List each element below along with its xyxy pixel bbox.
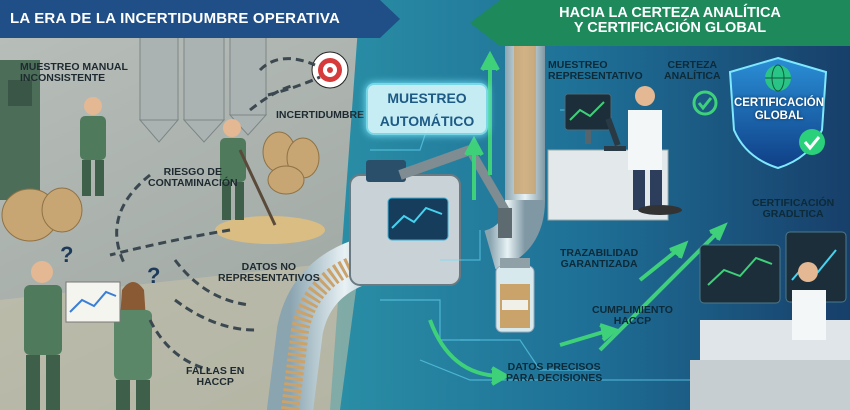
monitor-icon xyxy=(699,244,781,304)
left-banner xyxy=(0,0,400,38)
right-title: HACIA LA CERTEZA ANALÍTICA Y CERTIFICACI… xyxy=(520,5,820,37)
worker-4 xyxy=(114,282,152,410)
auto-line2: AUTOMÁTICO xyxy=(379,113,475,129)
label-trazabilidad-garantizada: TRAZABILIDAD GARANTIZADA xyxy=(560,247,639,271)
label-incertidumbre: INCERTIDUMBRE xyxy=(276,109,365,121)
checkmark-icon xyxy=(799,129,825,155)
scientist xyxy=(628,86,682,215)
grain-sacks xyxy=(1,131,320,242)
label-fallas-haccp: FALLAS EN HACCP xyxy=(186,365,245,389)
label-certificacion-gradltica: CERTIFICACIÓN GRADLTICA xyxy=(752,197,835,221)
monitor-icon xyxy=(564,93,612,131)
right-title-line1: HACIA LA CERTEZA ANALÍTICA xyxy=(559,5,781,21)
microscope-icon xyxy=(604,117,626,151)
upward-arrows xyxy=(464,50,500,200)
auto-line1: MUESTREO xyxy=(387,90,467,106)
control-desk xyxy=(690,231,850,410)
label-datos-precisos: DATOS PRECISOS PARA DECISIONES xyxy=(506,361,603,385)
label-muestreo-manual: MUESTREO MANUAL INCONSISTENTE xyxy=(20,61,128,85)
left-title: LA ERA DE LA INCERTIDUMBRE OPERATIVA xyxy=(10,10,340,27)
diagonal-arrows xyxy=(428,222,728,386)
label-datos-no-representativos: DATOS NO REPRESENTATIVOS xyxy=(218,261,320,285)
target-icon xyxy=(311,51,349,89)
right-title-line2: Y CERTIFICACIÓN GLOBAL xyxy=(573,20,767,37)
worker-1 xyxy=(80,97,106,196)
silos xyxy=(138,29,268,143)
worker-2 xyxy=(220,119,277,226)
automatic-sampler-machine xyxy=(349,145,512,286)
label-certeza-analitica: CERTEZA ANALÍTICA xyxy=(664,59,721,83)
sample-jar xyxy=(495,258,535,333)
label-muestreo-representativo: MUESTREO REPRESENTATIVO xyxy=(548,59,643,83)
worker-3 xyxy=(24,261,62,410)
svg-text:?: ? xyxy=(147,263,160,288)
muestreo-automatico-box: MUESTREO AUTOMÁTICO xyxy=(366,83,488,135)
svg-text:?: ? xyxy=(60,242,73,267)
checkmark-icon xyxy=(692,90,718,116)
clipboard-chart xyxy=(65,281,121,323)
certification-global-badge-text: CERTIFICACIÓN GLOBAL xyxy=(733,97,825,122)
shield-icon xyxy=(728,56,828,170)
label-cumplimiento-haccp: CUMPLIMIENTO HACCP xyxy=(592,304,673,328)
dashed-arrows xyxy=(109,57,321,372)
label-riesgo-contaminacion: RIESGO DE CONTAMINACIÓN xyxy=(148,166,238,190)
right-banner xyxy=(470,0,850,46)
question-mark-icon: ? ? xyxy=(60,242,160,288)
